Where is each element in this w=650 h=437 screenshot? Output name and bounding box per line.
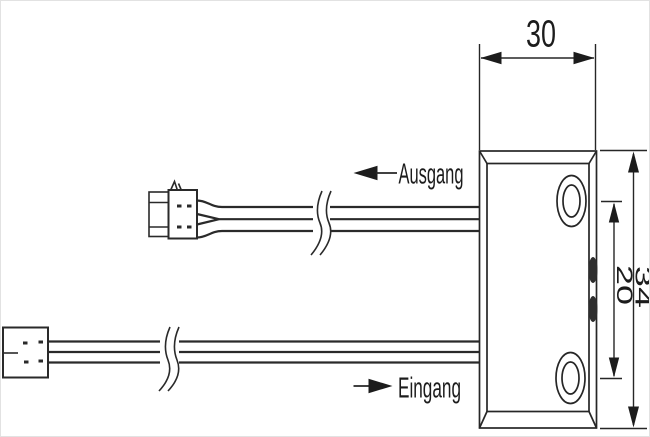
cable-break-mark [167,326,180,392]
wire-bottom [196,229,313,239]
device-inner-face [486,162,590,413]
side-port-bottom [588,296,598,322]
plug-pin [38,359,43,363]
device-outer-frame [478,150,598,429]
input-label-group: Eingang [353,373,461,405]
output-label: Ausgang [399,159,464,191]
plug-pin [187,204,192,208]
plug-body [167,189,198,240]
plug-latch-housing [148,191,170,238]
cable-break-mark [158,326,171,392]
plug-pin [177,204,182,208]
mounting-hole-bottom-inner [561,361,580,395]
dimension-arrow-down-icon [628,406,639,428]
bevel-corner [478,150,488,164]
output-cable [148,179,480,256]
plug-pin [24,360,29,364]
dimension-width-value: 30 [526,14,556,56]
output-label-group: Ausgang [353,159,464,191]
input-direction-arrow-icon [368,378,393,394]
dimension-height-value: 34 [631,266,650,308]
plug-clip-icon [169,179,183,191]
dimension-arrow-down-icon [608,357,620,378]
plug-pin [187,225,192,229]
dimension-height: 34 [600,149,650,430]
dimension-hole-spacing-value: 20 [612,265,637,305]
bevel-corner [588,150,598,164]
output-direction-arrow-icon [353,165,378,181]
plug-pin [23,341,28,345]
side-port-top [588,257,598,283]
plug-pin [177,225,182,229]
dimension-arrow-up-icon [628,151,639,173]
input-label: Eingang [398,373,461,405]
dimension-hole-spacing: 20 [600,200,637,380]
mounting-hole-bottom-outer [555,351,586,405]
wire-top [196,199,313,209]
cable-break-mark [319,190,332,256]
bevel-corner [588,411,598,429]
dimension-width: 30 [478,14,597,150]
mounting-hole-top-inner [562,184,581,218]
dimension-arrow-right-icon [573,51,595,65]
dimension-arrow-left-icon [480,51,502,65]
plug-pin [38,340,43,344]
dimension-arrow-up-icon [608,202,620,223]
wire-fan [196,212,220,226]
mounting-hole-top-outer [556,174,587,228]
input-cable [2,326,480,392]
cable-break-mark [310,190,323,256]
bevel-corner [478,411,488,429]
device-body [478,150,598,429]
